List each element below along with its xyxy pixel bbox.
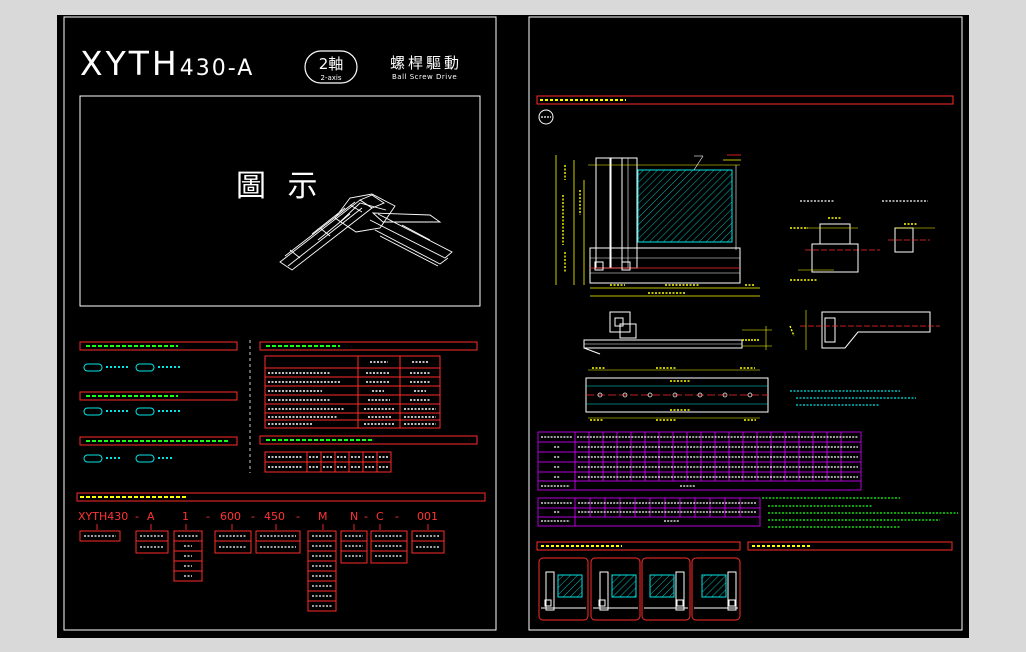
left-sheet: XYTH430-A 2軸 2-axis 螺桿驅動 Ball Screw Driv…	[63, 16, 497, 631]
specification-header	[259, 341, 478, 351]
axis-badge-sub: 2-axis	[320, 74, 341, 82]
installation-direction-header	[536, 541, 741, 551]
ordering-code-option-boxes	[79, 530, 445, 612]
install-diagram-4	[691, 557, 741, 621]
model-title: XYTH430-A	[80, 44, 254, 83]
max-speed-x-badge	[83, 407, 103, 416]
ordering-code-option: 001	[417, 510, 438, 523]
install-diagram-3	[641, 557, 691, 621]
max-speed-header	[79, 391, 238, 401]
drive-type-cn: 螺桿驅動	[390, 54, 462, 72]
dimension-notes	[790, 390, 916, 406]
drive-type-en: Ball Screw Drive	[392, 73, 457, 81]
svg-text:-: -	[296, 510, 300, 523]
axis-badge	[304, 50, 358, 84]
svg-text:-: -	[251, 510, 255, 523]
side-view-drawing	[583, 311, 772, 355]
drawing-background	[57, 15, 969, 638]
axis-badge-label: 2軸	[319, 55, 344, 73]
install-diagram-2	[590, 557, 641, 621]
dimension-header	[536, 95, 954, 105]
stroke-length-table-1	[537, 431, 862, 491]
max-stroke-x-badge	[83, 363, 103, 372]
ordering-code-stroke-y: 450	[264, 510, 285, 523]
figure-label: 圖 示	[236, 169, 324, 204]
ordering-code: XYTH430 - A 1 - 600 - 450 - M N - C - 00…	[78, 510, 438, 523]
ordering-option-text	[84, 535, 440, 607]
svg-text:-: -	[135, 510, 139, 523]
ordering-code-mount: 1	[182, 510, 189, 523]
svg-text:-: -	[395, 510, 399, 523]
ordering-code-sensor: N	[350, 510, 358, 523]
left-sheet-border	[63, 16, 497, 631]
max-stroke-y-badge	[135, 363, 155, 372]
rail-section-drawing	[585, 367, 769, 421]
svg-text:-: -	[206, 510, 210, 523]
installation-direction-diagrams	[538, 557, 741, 621]
ordering-code-type: A	[147, 510, 155, 523]
right-sheet	[528, 16, 963, 631]
ordering-code-motor: M	[318, 510, 328, 523]
max-payload-table	[264, 451, 392, 473]
stroke-length-table-2	[537, 497, 761, 527]
isometric-robot-sketch	[279, 193, 453, 271]
max-speed-y-badge	[135, 407, 155, 416]
view-a1-marker	[538, 109, 554, 125]
ordering-code-stroke-x: 600	[220, 510, 241, 523]
ordering-code-cable: C	[376, 510, 384, 523]
ordering-method-header	[76, 492, 486, 502]
ordering-code-model: XYTH430	[78, 510, 128, 523]
max-payload-header	[259, 435, 478, 445]
svg-text:-: -	[364, 510, 368, 523]
sensor-output-x-badge	[83, 454, 103, 463]
detail-views	[789, 200, 940, 350]
right-sheet-border	[528, 16, 963, 631]
specification-table	[264, 355, 441, 429]
top-view-drawing	[555, 154, 760, 297]
figure-box	[79, 95, 481, 307]
max-stroke-header	[79, 341, 238, 351]
accessories-header	[747, 541, 953, 551]
sensor-output-header	[79, 436, 238, 446]
install-diagram-1	[538, 557, 589, 621]
sensor-output-y-badge	[135, 454, 155, 463]
ordering-code-connectors	[96, 524, 429, 530]
table-notes	[762, 497, 958, 528]
